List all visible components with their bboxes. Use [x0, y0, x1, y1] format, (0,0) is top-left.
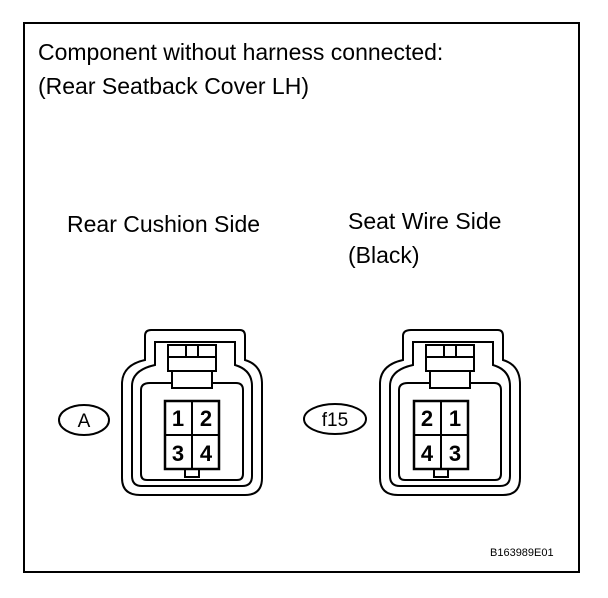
diagram-frame [23, 22, 580, 573]
connector-a [121, 329, 263, 496]
connector-f15 [379, 329, 521, 496]
connector-a-pin-1: 1 [172, 406, 184, 431]
connector-a-id-bubble [58, 404, 110, 436]
connector-f15-id-bubble [303, 403, 367, 435]
connector-f15-pin-4: 4 [421, 441, 434, 466]
header-line-2: (Rear Seatback Cover LH) [38, 73, 309, 99]
connector-f15-pin-1: 1 [449, 406, 461, 431]
connector-f15-pin-3: 3 [449, 441, 461, 466]
connector-a-pin-4: 4 [200, 441, 213, 466]
figure-code: B163989E01 [490, 547, 554, 559]
connector-f15-id-label: f15 [322, 410, 348, 431]
connector-f15-pin-2: 2 [421, 406, 433, 431]
connector-a-pin-2: 2 [200, 406, 212, 431]
connector-f15-side-label: Seat Wire Side [348, 208, 502, 234]
connector-a-id-label: A [78, 411, 91, 432]
connector-a-side-label: Rear Cushion Side [67, 211, 261, 237]
connector-a-pin-3: 3 [172, 441, 184, 466]
header-line-1: Component without harness connected: [38, 39, 444, 65]
connector-f15-side-label-2: (Black) [348, 242, 420, 268]
